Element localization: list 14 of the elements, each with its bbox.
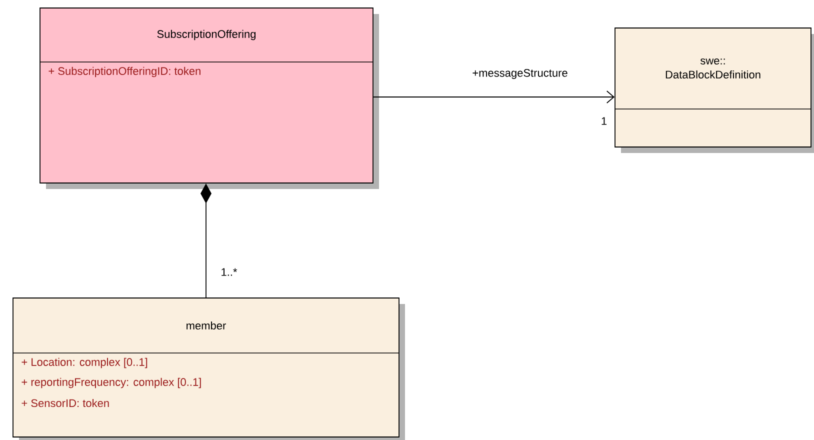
attribute-text: + Location: complex [0..1] [22, 358, 148, 368]
class-box [40, 8, 379, 189]
attribute-text: + reportingFrequency: complex [0..1] [22, 378, 201, 388]
class-box [614, 28, 814, 153]
class-name: SubscriptionOffering [157, 30, 256, 40]
class-box [12, 298, 405, 440]
multiplicity-label: 1 [602, 117, 607, 125]
attribute-text: + SubscriptionOfferingID: token [48, 66, 200, 78]
attribute-text: + SensorID: token [22, 398, 109, 408]
class-name: swe:: DataBlockDefinition [666, 58, 760, 79]
association-line [373, 90, 615, 104]
class-name: member [186, 321, 226, 330]
edge-label: +messageStructure [472, 69, 568, 79]
multiplicity-label: 1..* [222, 268, 238, 276]
